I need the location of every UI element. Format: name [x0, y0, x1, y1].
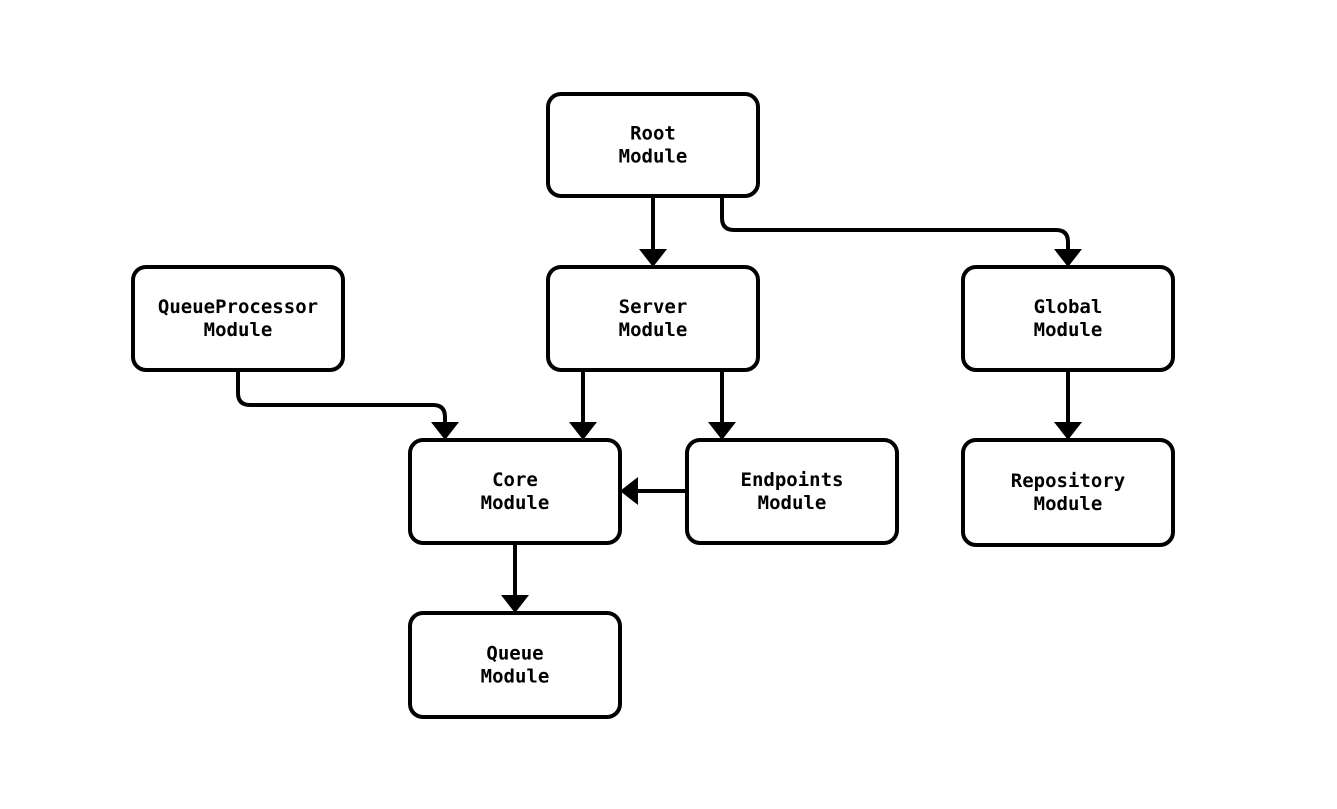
- arrowheads-layer: [431, 249, 1082, 613]
- arrow-server-to-endpoints: [708, 422, 736, 440]
- node-box-endpoints[interactable]: [685, 438, 899, 545]
- edge-queueprocessor-to-core: [236, 370, 447, 426]
- node-box-repository[interactable]: [961, 438, 1175, 547]
- nodes-layer: RootModuleQueueProcessorModuleServerModu…: [131, 92, 1175, 719]
- node-label-core-line2: Module: [481, 492, 550, 514]
- node-label-root-line2: Module: [619, 146, 688, 168]
- arrow-root-to-server: [639, 249, 667, 267]
- node-label-server-line1: Server: [619, 296, 688, 318]
- node-label-global-line2: Module: [1034, 319, 1103, 341]
- edge-root-to-global: [720, 196, 1070, 253]
- node-label-repository-line2: Module: [1034, 493, 1103, 515]
- node-label-endpoints-line1: Endpoints: [741, 469, 844, 491]
- node-label-queueprocessor-line2: Module: [204, 319, 273, 341]
- arrow-root-to-global: [1054, 249, 1082, 267]
- node-label-repository-line1: Repository: [1011, 470, 1125, 492]
- node-box-global[interactable]: [961, 265, 1175, 372]
- arrow-server-to-core: [569, 422, 597, 440]
- node-label-queue-line1: Queue: [486, 643, 543, 665]
- edges-layer: [236, 196, 1070, 599]
- node-box-queue[interactable]: [408, 611, 622, 719]
- node-label-global-line1: Global: [1034, 296, 1103, 318]
- node-label-queueprocessor-line1: QueueProcessor: [158, 296, 318, 318]
- arrow-core-to-queue: [501, 595, 529, 613]
- node-label-server-line2: Module: [619, 319, 688, 341]
- arrow-endpoints-to-core: [620, 477, 638, 505]
- node-label-core-line1: Core: [492, 469, 538, 491]
- arrow-queueprocessor-to-core: [431, 422, 459, 440]
- node-box-root[interactable]: [546, 92, 760, 198]
- arrow-global-to-repository: [1054, 422, 1082, 440]
- node-box-core[interactable]: [408, 438, 622, 545]
- node-label-endpoints-line2: Module: [758, 492, 827, 514]
- node-label-queue-line2: Module: [481, 666, 550, 688]
- node-box-queueprocessor[interactable]: [131, 265, 345, 372]
- node-box-server[interactable]: [546, 265, 760, 372]
- node-label-root-line1: Root: [630, 123, 676, 145]
